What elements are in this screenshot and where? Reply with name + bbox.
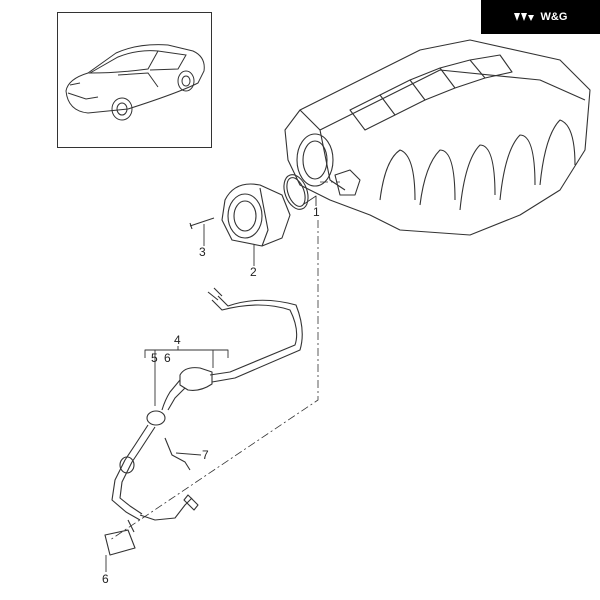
logo-mark-icon (513, 13, 534, 21)
callout-6-lower: 6 (102, 572, 109, 586)
vent-hose-assembly (104, 287, 303, 556)
callout-4: 4 (174, 333, 181, 347)
gasket-ring (283, 174, 309, 210)
callout-7: 7 (202, 448, 209, 462)
callout-6-upper: 6 (164, 351, 171, 365)
intake-manifold (284, 39, 591, 236)
logo-text: W&G (540, 11, 568, 23)
callout-2: 2 (250, 265, 257, 279)
brand-logo: W&G (481, 0, 600, 34)
throttle-body (221, 183, 291, 247)
vehicle-overview-inset (57, 12, 212, 148)
screw (189, 217, 215, 230)
callout-3: 3 (199, 245, 206, 259)
callout-1: 1 (313, 205, 320, 219)
callout-5: 5 (151, 351, 158, 365)
car-illustration (65, 44, 205, 121)
